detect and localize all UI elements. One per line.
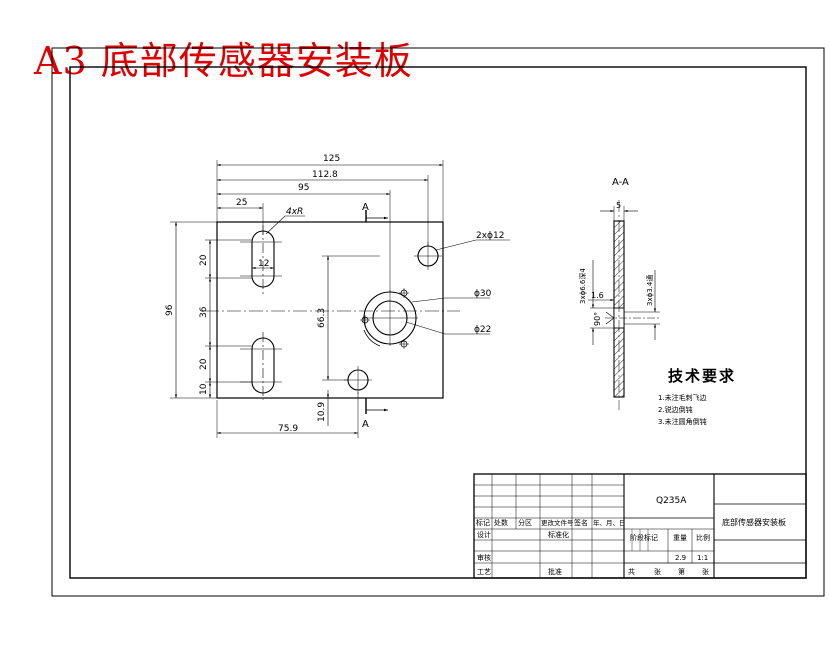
tb-stage-label: 阶段标记 [630, 533, 658, 542]
tb-sheet-count: 张 [702, 567, 709, 576]
tb-weight-value: 2.9 [675, 554, 686, 562]
tech-req-item: 1.未注毛刺飞边 [658, 393, 707, 402]
tb-header-cell: 签名 [574, 518, 588, 527]
plate-outline [216, 221, 444, 399]
section-marker-bottom: A [362, 419, 369, 430]
tb-header-cell: 更改文件号 [541, 518, 574, 527]
dim-66-3: 66.3 [317, 308, 327, 328]
dim-20-bottom: 20 [199, 358, 209, 370]
tech-req-item: 2.锐边倒钝 [658, 405, 693, 414]
dim-20-top: 20 [199, 254, 209, 266]
section-dim-3x6-6: 3xϕ6.6深4 [578, 268, 587, 304]
tb-weight-label: 重量 [673, 534, 687, 542]
tb-scale-value: 1:1 [697, 554, 708, 562]
tb-sheet-count: 共 [628, 567, 635, 576]
section-marker-top: A [362, 202, 369, 213]
tech-req-item: 3.未注圆角倒钝 [658, 417, 707, 426]
dim-2xphi12: 2xϕ12 [476, 231, 504, 241]
dim-12: 12 [258, 259, 269, 269]
tb-sheet-count: 第 [678, 567, 685, 576]
dim-112-8: 112.8 [312, 170, 338, 180]
title-block [473, 473, 807, 579]
tb-header-cell: 分区 [518, 518, 532, 527]
tb-scale-label: 比例 [696, 533, 710, 542]
dim-4xr: 4xR [286, 207, 303, 217]
section-view [588, 200, 660, 410]
tb-header-cell: 标记 [476, 518, 490, 527]
dim-10-9: 10.9 [317, 402, 327, 422]
dim-96: 96 [165, 304, 175, 316]
dim-75-9: 75.9 [278, 424, 298, 434]
tb-header-cell: 年、月、日 [593, 518, 626, 527]
tb-part-name: 底部传感器安装板 [722, 517, 786, 527]
dim-10: 10 [199, 383, 209, 395]
section-dim-5: 5 [616, 201, 621, 210]
tb-row-review: 审核 [477, 553, 491, 562]
tb-sheet-count: 张 [654, 567, 661, 576]
dim-phi30: ϕ30 [474, 289, 492, 299]
tb-row-design: 设计 [477, 530, 491, 539]
section-dim-3x3-4: 3xϕ3.4通 [645, 275, 654, 306]
dim-25: 25 [236, 198, 247, 208]
outer-border [51, 47, 825, 597]
section-dim-90: 90° [593, 312, 602, 326]
section-dim-1-6: 1.6 [591, 291, 604, 300]
dim-phi22: ϕ22 [474, 325, 491, 335]
tb-header-cell: 处数 [494, 518, 508, 527]
dim-125: 125 [323, 154, 340, 164]
front-view [170, 160, 510, 438]
tb-material: Q235A [656, 496, 687, 506]
inner-frame [69, 66, 807, 579]
dim-36: 36 [199, 306, 209, 318]
section-title: A-A [612, 177, 629, 188]
sheet-title: A3 底部传感器安装板 [34, 39, 413, 83]
tech-req-heading: 技术要求 [668, 367, 736, 385]
tb-row-process: 工艺 [477, 568, 491, 576]
tb-row-approve: 批准 [548, 567, 562, 576]
tb-row-standardize: 标准化 [548, 530, 569, 539]
dim-95: 95 [298, 183, 309, 193]
